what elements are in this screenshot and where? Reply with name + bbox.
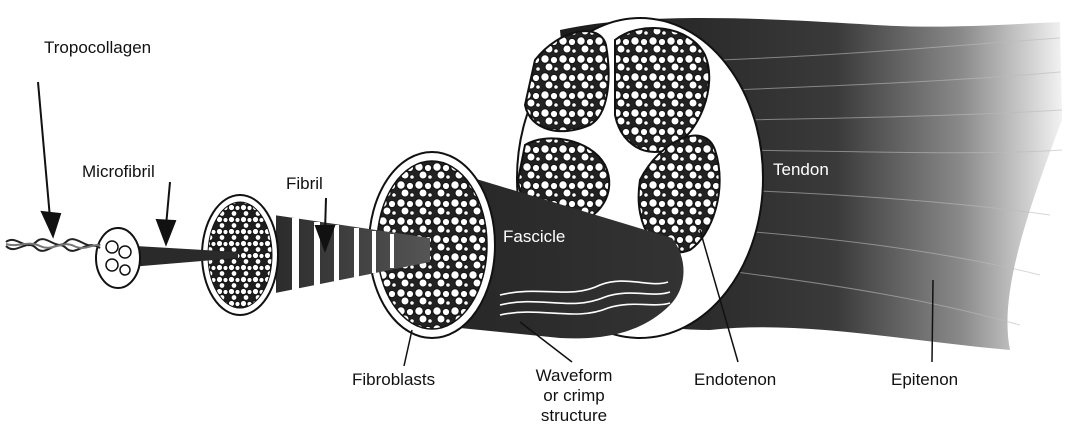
endotenon-label: Endotenon [694,370,776,390]
fibroblasts-label: Fibroblasts [352,370,435,390]
tropocollagen-arrow [38,82,50,218]
tropocollagen-arrowhead [42,212,60,236]
tropocollagen-helix [6,239,100,251]
fascicle-label: Fascicle [503,227,565,247]
waveform-label: Waveform or crimp structure [524,366,624,426]
microfibril-arrow [166,182,170,226]
waveform-label-line-1: Waveform [524,366,624,386]
microfibril-cross-section [96,228,140,288]
waveform-label-line-3: structure [524,406,624,426]
tendon-label: Tendon [773,160,829,180]
tropocollagen-label: Tropocollagen [44,38,151,58]
fibril-label: Fibril [286,174,323,194]
microfibril-arrowhead [157,220,175,244]
epitenon-label: Epitenon [891,370,958,390]
microfibril-label: Microfibril [82,162,155,182]
tendon-fascicle-top-left [525,31,609,131]
fibroblasts-leader [404,330,412,366]
waveform-label-line-2: or crimp [524,386,624,406]
epitenon-leader [932,280,933,362]
